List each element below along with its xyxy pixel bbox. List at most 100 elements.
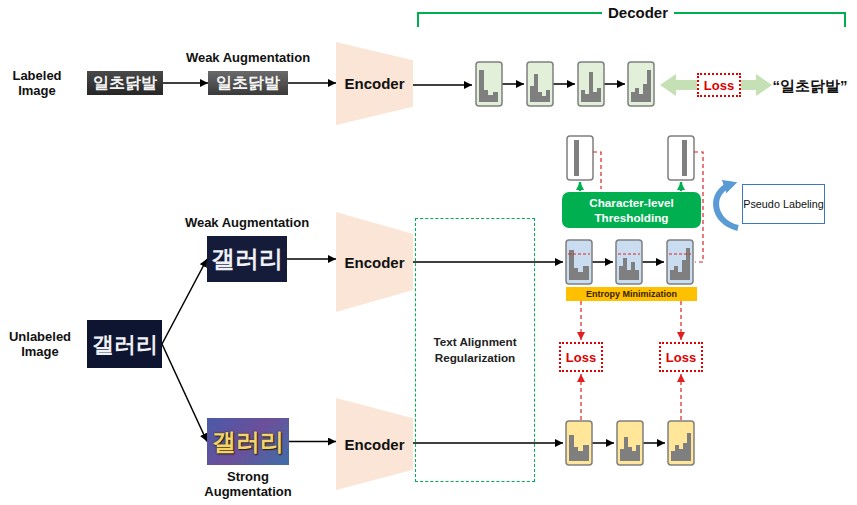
decoder-output-histogram [631, 70, 651, 102]
loss-leader [580, 301, 581, 340]
flow-arrow [592, 261, 613, 263]
pseudo-label-onehot [567, 136, 593, 180]
decoder-output-histogram [527, 62, 553, 106]
pseudo-label-onehot [668, 136, 694, 180]
loss-box: Loss [559, 342, 603, 372]
ground-truth-label: “일초닭발” [773, 77, 848, 95]
decoder-output-histogram [578, 62, 604, 106]
weak-branch-histogram [616, 240, 642, 284]
flow-arrow [287, 258, 336, 260]
strong-branch-histogram [566, 421, 592, 465]
node-text: Character-level Thresholding [562, 195, 701, 225]
image-heading: Weak Augmentation [183, 50, 313, 65]
decoder-output-histogram [476, 62, 502, 106]
regularization-region: Text Alignment Regularization [415, 218, 535, 482]
decoder-output-histogram [628, 62, 654, 106]
decoder-output-histogram [476, 62, 654, 106]
augmented-image: Weak Augmentation갤러리 [207, 236, 287, 282]
weak-branch-histogram [667, 240, 693, 284]
node-text: Encoder [344, 436, 404, 453]
loss-leader [680, 374, 681, 420]
loss-double-arrow [660, 74, 772, 96]
node-text: 갤러리 [92, 330, 158, 359]
strong-branch-histogram [668, 421, 694, 465]
flow-arrow [413, 84, 472, 86]
augmented-image: Strong Augmentation갤러리 [207, 418, 289, 465]
node-text: Pseudo Labeling [743, 197, 823, 211]
flow-arrow [413, 84, 665, 443]
encoder-shape [336, 398, 413, 490]
strong-branch-histogram [569, 435, 589, 461]
node-text: Entropy Minimization [586, 288, 677, 300]
node-text: 갤러리 [211, 243, 283, 275]
strong-branch-histogram [617, 421, 643, 465]
weak-branch-histogram [619, 258, 639, 280]
node-text: Encoder [344, 254, 404, 271]
flow-arrow [592, 442, 614, 444]
node-text: 갤러리 [212, 426, 284, 458]
decoder-output-histogram [578, 62, 604, 106]
pseudo-label-onehot [682, 140, 687, 176]
flow-arrow [162, 344, 207, 442]
node-text: Encoder [344, 75, 404, 92]
cycle-arrow [716, 184, 738, 228]
pseudo-label-onehot [668, 136, 694, 180]
weak-branch-histogram [569, 250, 589, 280]
flow-arrow [604, 83, 625, 85]
node-text: 일초닭발 [93, 73, 157, 94]
decoder-output-histogram [527, 62, 553, 106]
input-image: 갤러리 [87, 320, 162, 368]
encoder-block: Encoder [336, 42, 413, 125]
loss-leader [580, 374, 581, 420]
weak-branch-histogram [566, 240, 592, 284]
augmented-image: Weak Augmentation일초닭발 [208, 71, 288, 95]
node-text: Loss [704, 78, 734, 93]
node-text: Text Alignment Regularization [416, 334, 534, 366]
node-text: 일초닭발 [216, 73, 280, 94]
decoder-output-histogram [476, 62, 502, 106]
flow-arrow [289, 441, 336, 443]
flow-arrow [502, 83, 524, 85]
section-title: Decoder [602, 4, 674, 22]
encoder-shape [336, 42, 413, 125]
flow-arrow [163, 82, 208, 84]
weak-branch-histogram [616, 240, 642, 284]
weak-branch-histogram [667, 240, 693, 284]
process-box: Pseudo Labeling [742, 184, 825, 224]
loss-box: Loss [697, 73, 741, 97]
weak-branch-histogram [669, 254, 691, 255]
loss-leader [680, 301, 681, 340]
flow-arrow [643, 442, 665, 444]
loss-leader [593, 152, 601, 189]
input-image: 일초닭발 [87, 71, 163, 95]
strong-branch-histogram [617, 421, 643, 465]
weak-branch-histogram [618, 254, 640, 255]
pseudo-label-onehot [567, 136, 593, 180]
flow-arrow [413, 261, 563, 263]
flow-arrow [288, 82, 336, 84]
decoder-output-histogram [581, 72, 601, 102]
row-label: Unlabeled Image [3, 329, 77, 359]
strong-branch-histogram [671, 433, 691, 461]
encoder-block: Encoder [336, 212, 413, 312]
strong-branch-histogram [620, 437, 640, 461]
node-text: Loss [566, 350, 596, 365]
decoder-output-histogram [530, 74, 550, 102]
flow-arrow [162, 259, 207, 344]
pseudo-label-onehot [574, 140, 579, 176]
flow-arrow [642, 261, 664, 263]
pseudo-label-onehot [567, 136, 694, 180]
decoder-output-histogram [628, 62, 654, 106]
loss-box: Loss [659, 342, 703, 372]
node-text: Loss [666, 350, 696, 365]
strong-branch-histogram [668, 421, 694, 465]
image-heading: Strong Augmentation [183, 469, 313, 499]
flow-arrow [553, 83, 575, 85]
threshold-arrow [680, 182, 683, 191]
encoder-block: Encoder [336, 398, 413, 490]
weak-branch-histogram [566, 240, 592, 284]
threshold-arrow [580, 182, 681, 191]
weak-branch-histogram [670, 248, 690, 280]
strong-branch-histogram [566, 421, 694, 465]
